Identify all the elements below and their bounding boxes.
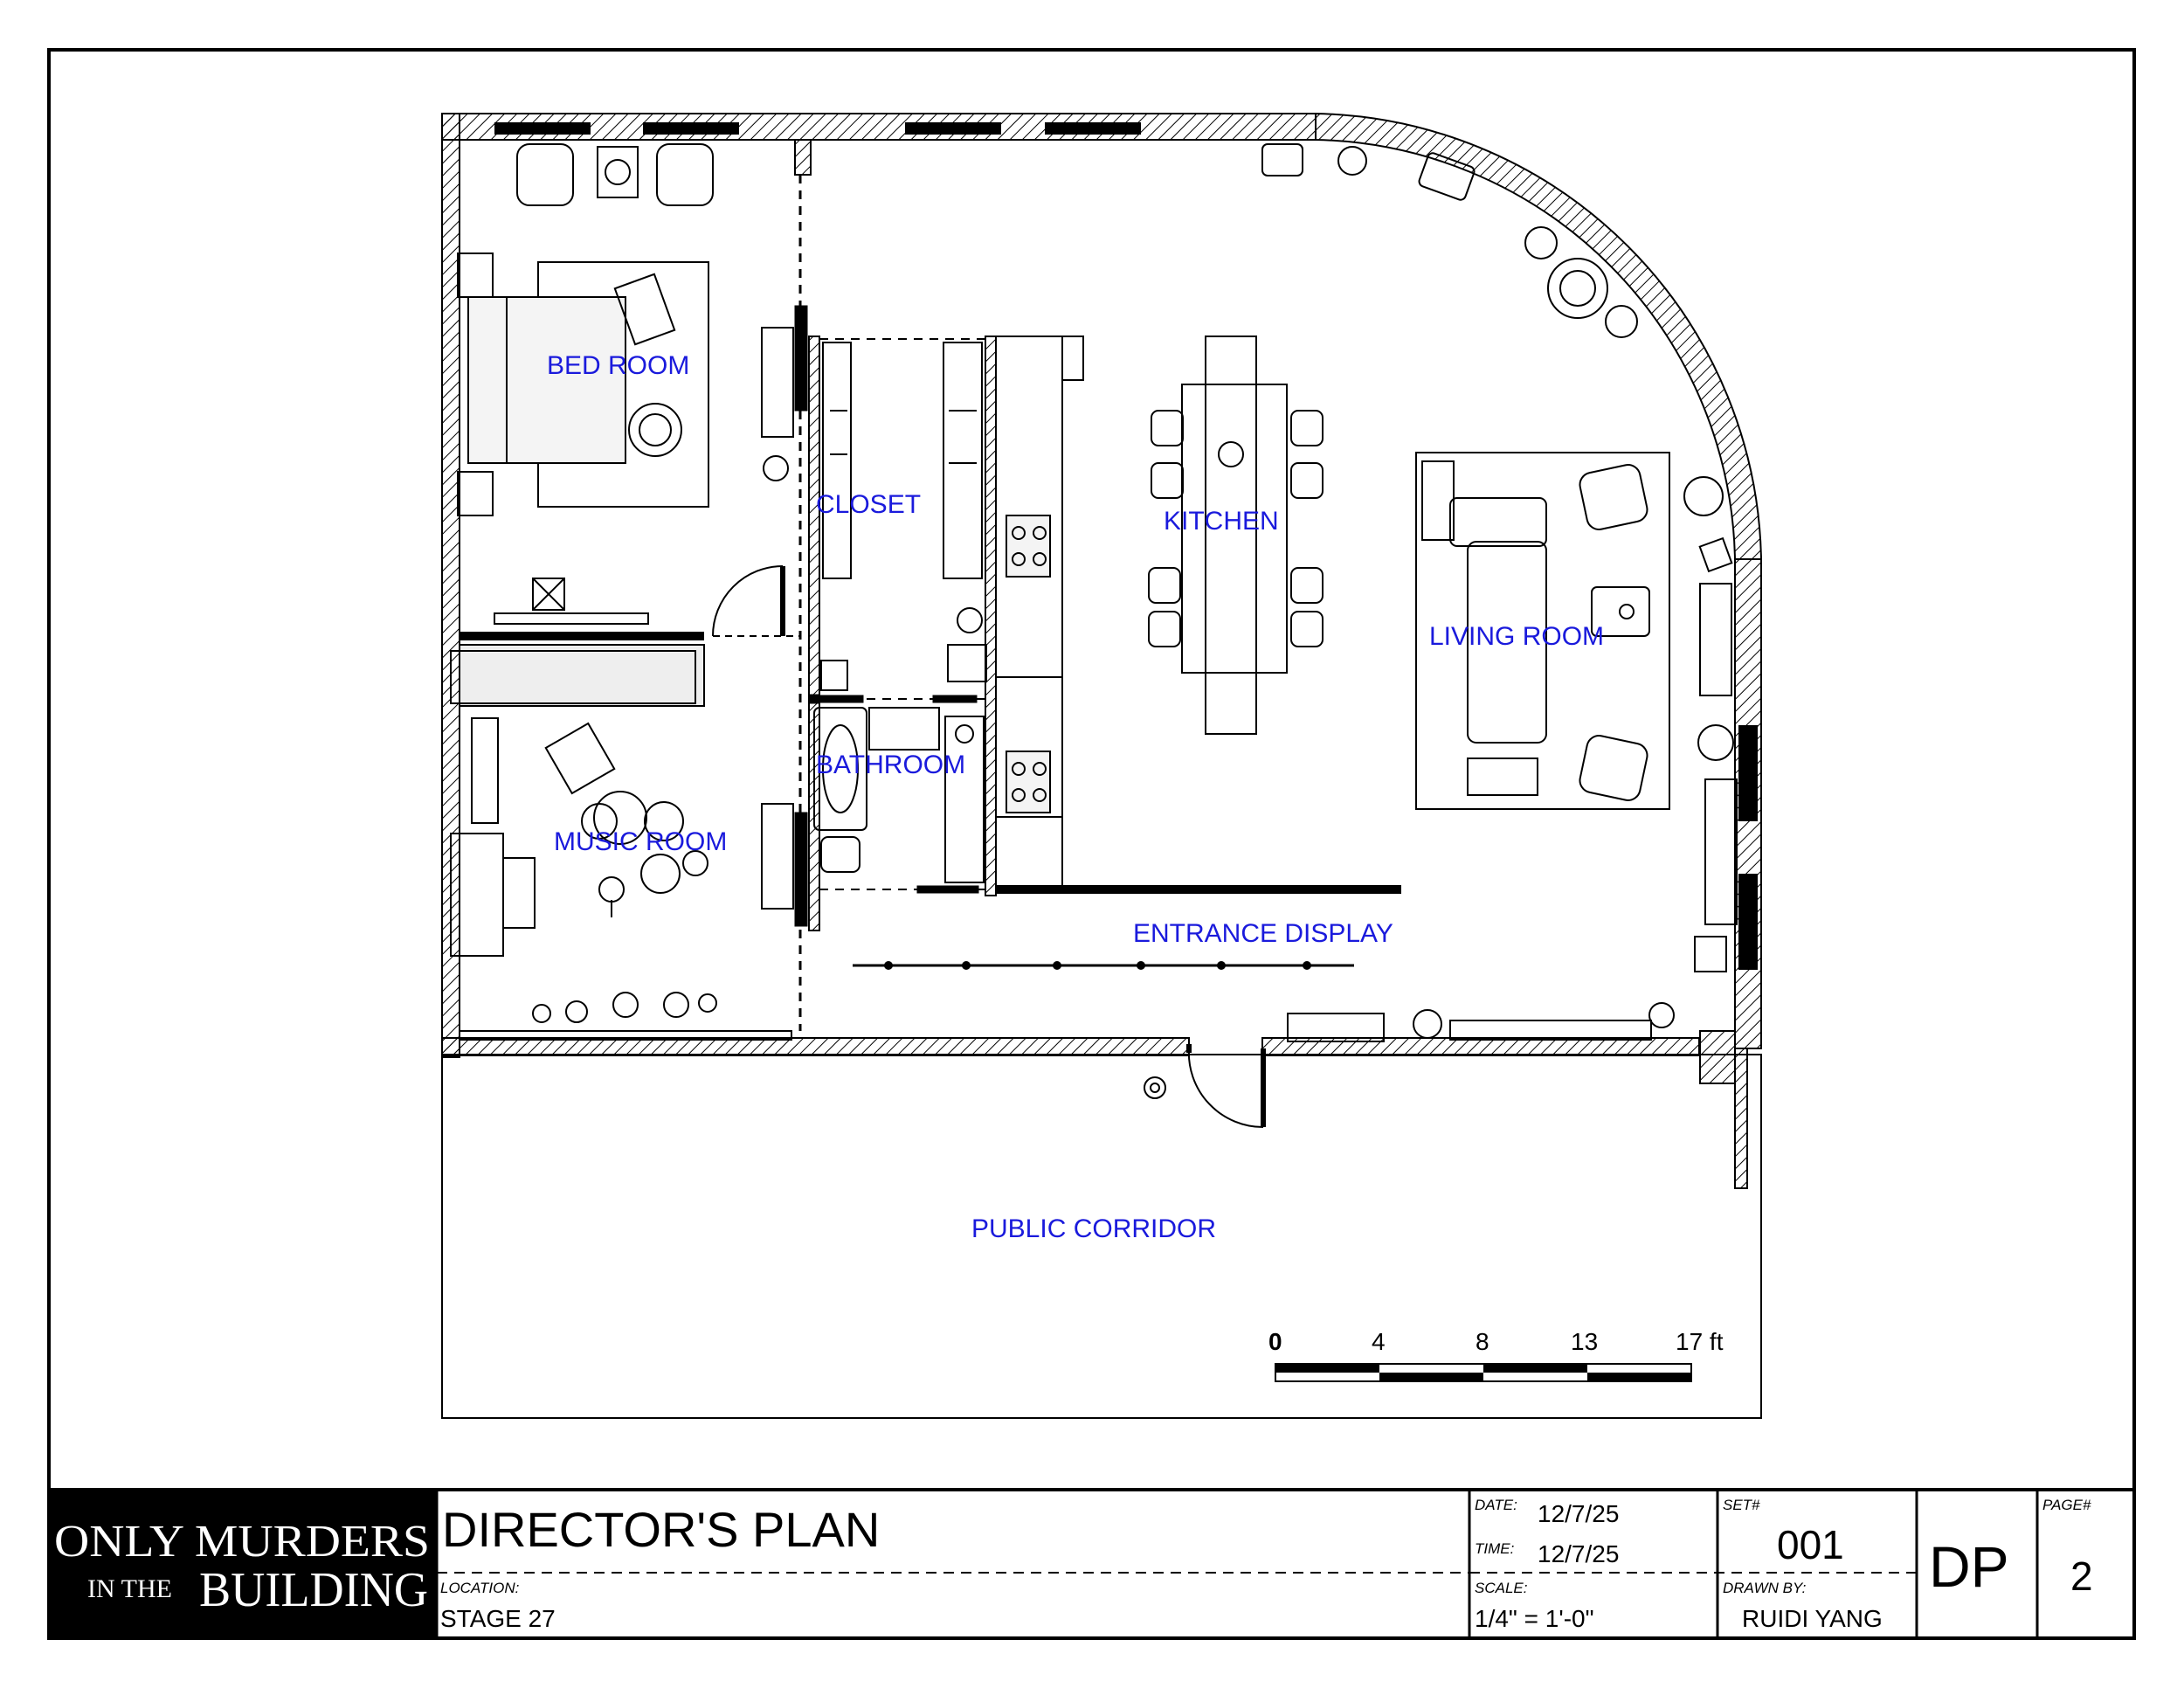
location-label: LOCATION: xyxy=(440,1580,520,1596)
set-value: 001 xyxy=(1777,1522,1844,1567)
time-value: 12/7/25 xyxy=(1538,1540,1619,1567)
scale-value: 1/4" = 1'-0" xyxy=(1475,1605,1594,1632)
scale-tick-8: 8 xyxy=(1476,1328,1489,1355)
logo-title-large: BUILDING xyxy=(199,1563,428,1617)
scale-tick-17: 17 ft xyxy=(1676,1328,1724,1355)
label-music-room: MUSIC ROOM xyxy=(554,827,727,856)
label-public-corridor: PUBLIC CORRIDOR xyxy=(971,1214,1216,1243)
page-number: 2 xyxy=(2070,1553,2093,1599)
set-label: SET# xyxy=(1723,1497,1760,1513)
label-kitchen: KITCHEN xyxy=(1164,507,1279,536)
scale-label: SCALE: xyxy=(1475,1580,1528,1596)
floor-plan: BED ROOM CLOSET KITCHEN LIVING ROOM BATH… xyxy=(441,112,1763,1419)
scale-tick-13: 13 xyxy=(1571,1328,1598,1355)
label-bedroom: BED ROOM xyxy=(547,351,689,380)
scale-bar: 0 4 8 13 17 ft xyxy=(1268,1328,1724,1382)
date-label: DATE: xyxy=(1475,1497,1517,1513)
title-block: ONLY MURDERS IN THE BUILDING DIRECTOR'S … xyxy=(49,1488,2134,1638)
sheet-code: DP xyxy=(1929,1534,2009,1599)
time-label: TIME: xyxy=(1475,1540,1515,1557)
label-closet: CLOSET xyxy=(816,490,921,519)
drawn-by-label: DRAWN BY: xyxy=(1723,1580,1807,1596)
exterior-walls xyxy=(441,112,1763,1189)
location-value: STAGE 27 xyxy=(440,1605,556,1632)
sheet-border xyxy=(47,48,2136,1640)
drawn-by-value: RUIDI YANG xyxy=(1742,1605,1883,1632)
logo-title-small: IN THE xyxy=(87,1574,172,1603)
scale-tick-4: 4 xyxy=(1372,1328,1386,1355)
page-label: PAGE# xyxy=(2042,1497,2091,1513)
interior-walls xyxy=(459,139,1401,1129)
label-entrance-display: ENTRANCE DISPLAY xyxy=(1133,919,1393,948)
label-living-room: LIVING ROOM xyxy=(1429,622,1604,651)
date-value: 12/7/25 xyxy=(1538,1500,1619,1527)
logo-block xyxy=(49,1490,437,1638)
label-bathroom: BATHROOM xyxy=(816,751,965,779)
drawing-title: DIRECTOR'S PLAN xyxy=(442,1502,880,1557)
scale-tick-0: 0 xyxy=(1268,1328,1282,1355)
logo-title-line1: ONLY MURDERS xyxy=(54,1517,430,1567)
furniture xyxy=(450,143,1738,1099)
